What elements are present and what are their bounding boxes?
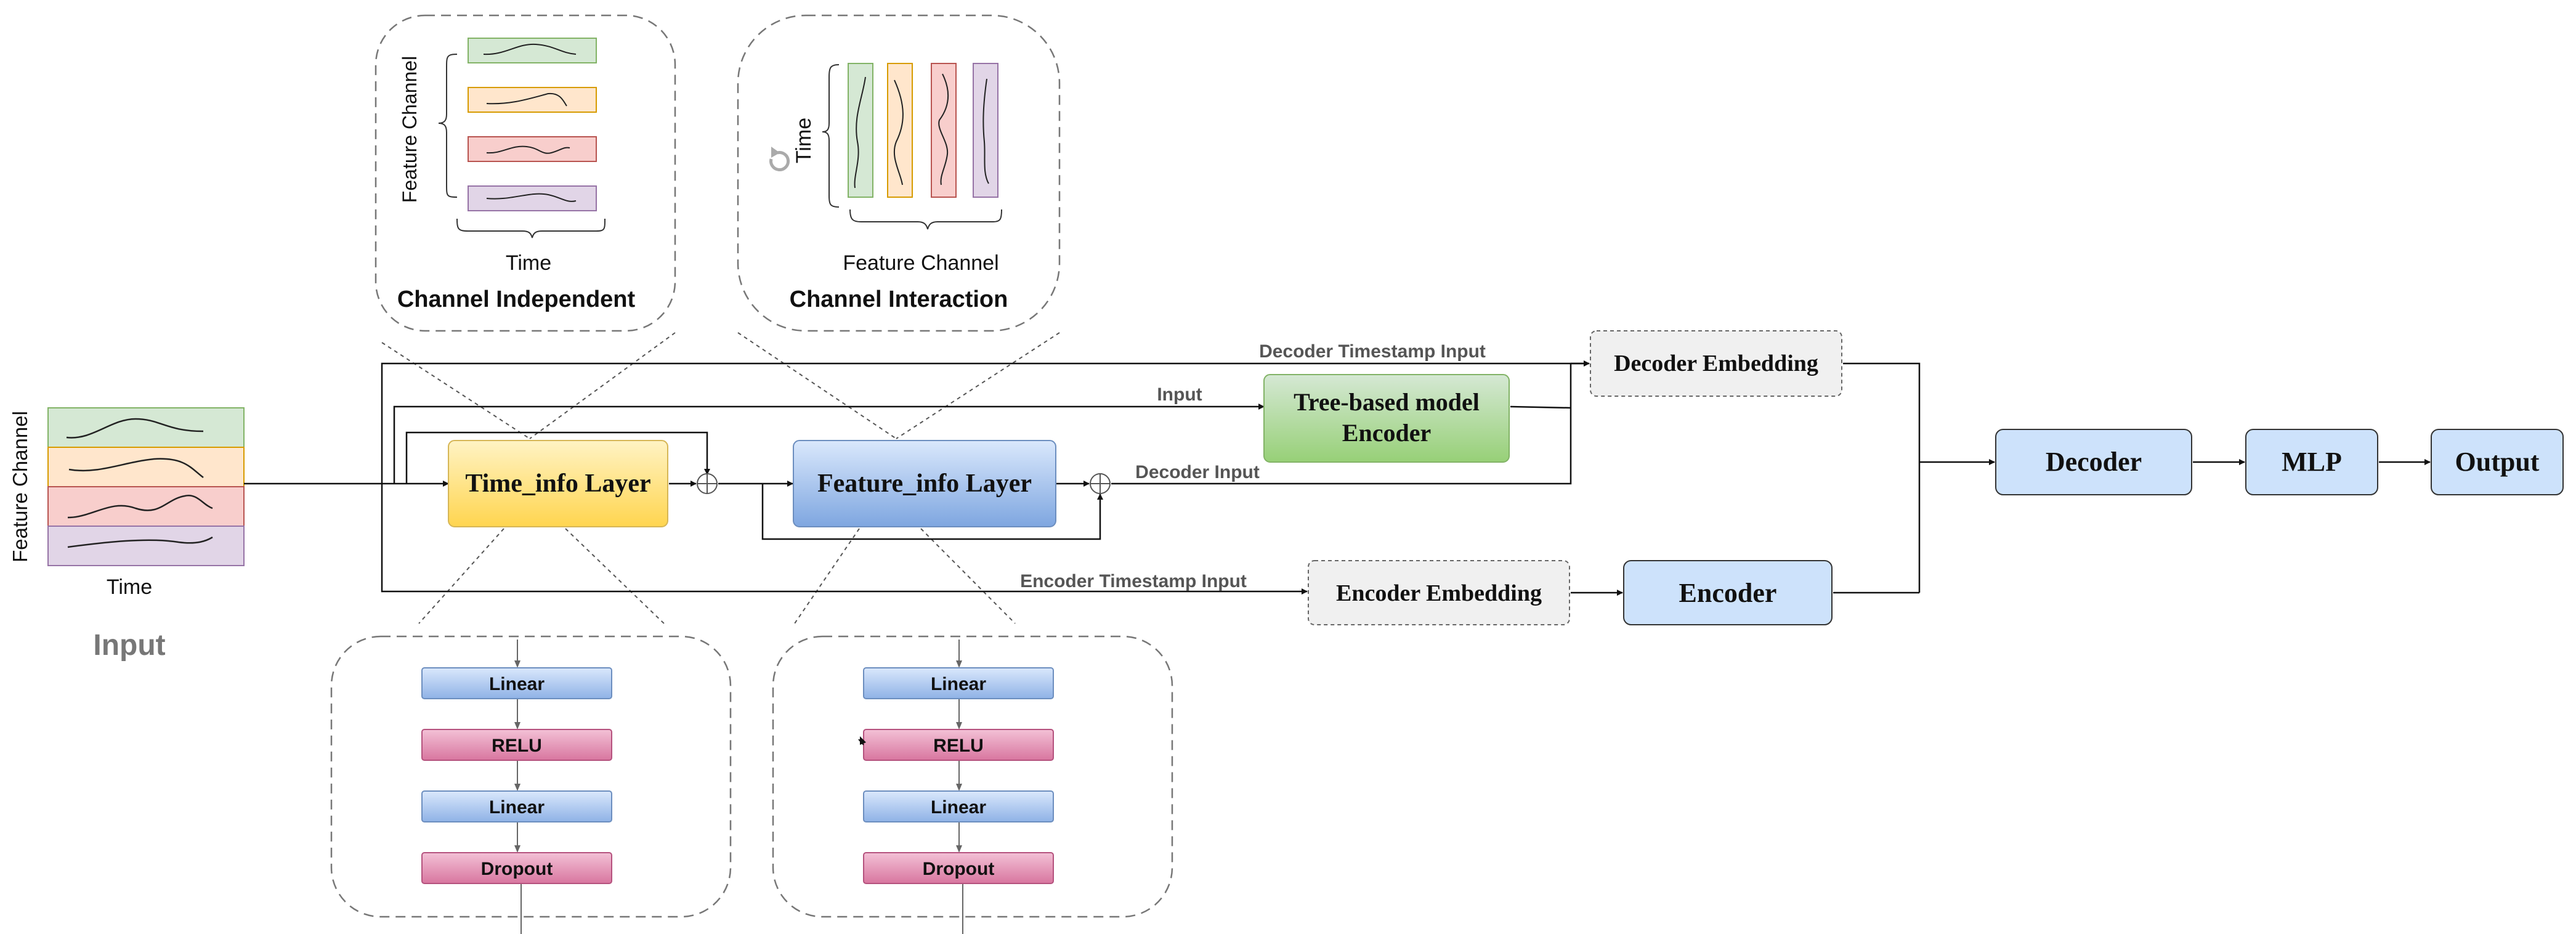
encoder-embedding-block: Encoder Embedding <box>1308 560 1570 625</box>
time-mlp-detail-panel: Linear RELU Linear Dropout <box>330 635 732 934</box>
channel-independent-y-label: Feature Channel <box>399 56 421 203</box>
tree-based-encoder-label-line2: Encoder <box>1342 419 1431 447</box>
feature-mlp-layer-4: Dropout <box>923 859 995 879</box>
input-panel: Feature Channel Time Input <box>9 407 245 662</box>
decoder-embedding-block: Decoder Embedding <box>1590 330 1842 397</box>
feature-mlp-detail-panel: Linear RELU Linear Dropout <box>772 635 1173 934</box>
encoder-timestamp-input-label: Encoder Timestamp Input <box>1020 571 1247 591</box>
refresh-icon <box>769 147 790 171</box>
channel-independent-x-label: Time <box>506 251 551 275</box>
add-node-1 <box>697 473 718 494</box>
mlp-label: MLP <box>2282 447 2342 477</box>
decoder-timestamp-input-label: Decoder Timestamp Input <box>1259 341 1486 362</box>
channel-interaction-panel: Time Feature Channel Channel Interaction <box>737 14 1061 332</box>
channel-interaction-x-label: Feature Channel <box>843 251 998 275</box>
input-edge-label: Input <box>1157 384 1202 405</box>
channel-independent-panel: Feature Channel Time Channel Independent <box>375 14 676 332</box>
feature-mlp-layer-3: Linear <box>931 797 986 818</box>
feature-info-layer-block: Feature_info Layer <box>793 440 1056 527</box>
time-info-layer-block: Time_info Layer <box>448 440 668 527</box>
feature-mlp-layer-1: Linear <box>931 674 986 694</box>
time-mlp-layer-4: Dropout <box>481 859 553 879</box>
decoder-input-label: Decoder Input <box>1135 462 1260 482</box>
input-caption: Input <box>93 629 165 662</box>
channel-independent-title: Channel Independent <box>397 286 636 312</box>
time-info-layer-label: Time_info Layer <box>465 469 650 498</box>
time-mlp-layer-3: Linear <box>489 797 545 818</box>
channel-interaction-y-label: Time <box>792 118 816 163</box>
projection-lines <box>381 332 1060 624</box>
feature-mlp-layer-2: RELU <box>933 736 984 756</box>
encoder-block: Encoder <box>1623 560 1833 625</box>
time-mlp-layer-2: RELU <box>492 736 542 756</box>
feature-info-layer-label: Feature_info Layer <box>817 469 1032 498</box>
output-block: Output <box>2431 429 2564 495</box>
connections <box>244 360 2431 596</box>
decoder-embedding-label: Decoder Embedding <box>1614 351 1818 376</box>
decoder-label: Decoder <box>2046 447 2142 477</box>
decoder-block: Decoder <box>1995 429 2192 495</box>
channel-interaction-title: Channel Interaction <box>790 286 1008 312</box>
tree-based-encoder-label-line1: Tree-based model <box>1294 388 1480 416</box>
input-feature-channel-label: Feature Channel <box>9 411 31 562</box>
add-node-2 <box>1090 473 1111 494</box>
time-mlp-layer-1: Linear <box>489 674 545 694</box>
mlp-block: MLP <box>2245 429 2378 495</box>
input-time-label: Time <box>107 575 152 599</box>
output-label: Output <box>2455 447 2540 477</box>
encoder-embedding-label: Encoder Embedding <box>1336 580 1542 606</box>
tree-based-encoder-block: Tree-based model Encoder <box>1263 374 1510 463</box>
encoder-label: Encoder <box>1679 578 1777 608</box>
